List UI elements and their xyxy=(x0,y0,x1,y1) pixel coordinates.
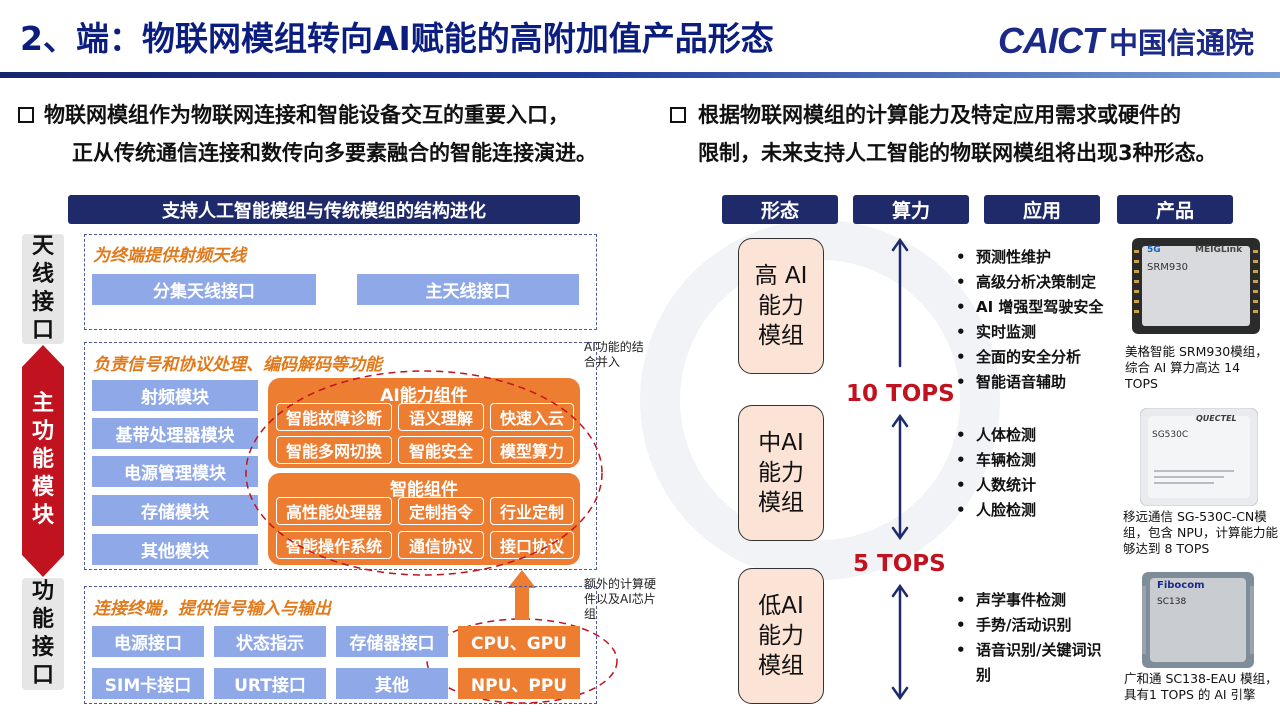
product-caption: 移远通信 SG-530C-CN模组，包含 NPU，计算能力能够达到 8 TOPS xyxy=(1123,509,1279,556)
product-caption: 广和通 SC138-EAU 模组，具有1 TOPS 的 AI 引擎 xyxy=(1124,671,1278,702)
list-item: 人脸检测 xyxy=(956,498,1036,523)
list-item: 实时监测 xyxy=(956,320,1103,345)
product-model: SC138 xyxy=(1157,597,1187,607)
antenna-section xyxy=(84,234,597,330)
form-low: 低AI 能力模组 xyxy=(738,568,824,704)
func-box: URT接口 xyxy=(214,668,326,699)
smart-panel-title: 智能组件 xyxy=(390,480,458,500)
smart-cell: 通信协议 xyxy=(398,531,484,559)
product-brand: MEIGLink xyxy=(1195,245,1243,255)
logo-cn: 中国信通院 xyxy=(1109,26,1255,60)
list-item: 声学事件检测 xyxy=(956,588,1106,613)
app-list-high: 预测性维护 高级分析决策制定 AI 增强型驾驶安全 实时监测 全面的安全分析 智… xyxy=(956,245,1103,395)
ai-cell: 智能安全 xyxy=(398,436,484,464)
checkbox-icon xyxy=(18,107,34,123)
threshold-10-tops: 10 TOPS xyxy=(846,381,955,407)
module-box: 其他模块 xyxy=(92,534,258,565)
func-box: 电源接口 xyxy=(92,626,204,657)
bullet-right: 根据物联网模组的计算能力及特定应用需求或硬件的 限制，未来支持人工智能的物联网模… xyxy=(670,96,1280,172)
list-item: 车辆检测 xyxy=(956,448,1036,473)
checkbox-icon xyxy=(670,107,686,123)
smart-cell: 高性能处理器 xyxy=(276,497,392,525)
app-list-low: 声学事件检测 手势/活动识别 语音识别/关键词识别 xyxy=(956,588,1106,688)
col-head-form: 形态 xyxy=(722,195,838,224)
main-section-label: 负责信号和协议处理、编码解码等功能 xyxy=(93,355,382,375)
func-box: 其他 xyxy=(336,668,448,699)
product-caption: 美格智能 SRM930模组，综合 AI 算力高达 14 TOPS xyxy=(1125,344,1268,391)
col-head-product: 产品 xyxy=(1117,195,1233,224)
side-func-bg xyxy=(22,578,64,690)
caict-logo: CAICT 中国信通院 xyxy=(998,20,1254,62)
ai-cell: 智能多网切换 xyxy=(276,436,392,464)
bullet-right-line-1: 根据物联网模组的计算能力及特定应用需求或硬件的 xyxy=(698,103,1181,127)
ai-combine-note: AI功能的结合并入 xyxy=(584,340,644,369)
antenna-section-label: 为终端提供射频天线 xyxy=(93,246,246,266)
product-image-sc138 xyxy=(1142,572,1254,668)
func-box: 存储器接口 xyxy=(336,626,448,657)
module-box: 存储模块 xyxy=(92,495,258,526)
col-head-compute: 算力 xyxy=(853,195,969,224)
smart-cell: 行业定制 xyxy=(490,497,574,525)
bullet-left-line-1: 物联网模组作为物联网连接和智能设备交互的重要入口， xyxy=(44,103,569,127)
threshold-5-tops: 5 TOPS xyxy=(853,551,946,577)
module-box: 电源管理模块 xyxy=(92,456,258,487)
compute-arrows xyxy=(891,237,909,701)
list-item: 高级分析决策制定 xyxy=(956,270,1103,295)
list-item: 全面的安全分析 xyxy=(956,345,1103,370)
list-item: 手势/活动识别 xyxy=(956,613,1106,638)
list-item: 人数统计 xyxy=(956,473,1036,498)
ai-cell: 智能故障诊断 xyxy=(276,403,392,431)
ai-cell: 模型算力 xyxy=(490,436,574,464)
page-title: 2、端：物联网模组转向AI赋能的高附加值产品形态 xyxy=(20,19,774,58)
list-item: AI 增强型驾驶安全 xyxy=(956,295,1103,320)
side-main-label: 主功能模块 xyxy=(31,391,54,528)
bullet-left-line-2: 正从传统通信连接和数传向多要素融合的智能连接演进。 xyxy=(72,141,597,165)
bullet-left: 物联网模组作为物联网连接和智能设备交互的重要入口， 正从传统通信连接和数传向多要… xyxy=(18,96,638,172)
diagram-heading: 支持人工智能模组与传统模组的结构进化 xyxy=(68,195,580,224)
module-box: 射频模块 xyxy=(92,380,258,411)
product-model: SRM930 xyxy=(1147,262,1189,273)
diversity-antenna-box: 分集天线接口 xyxy=(92,274,316,305)
form-high: 高 AI 能力模组 xyxy=(738,238,824,374)
side-antenna-label: 天线接口 xyxy=(31,234,54,343)
form-mid: 中AI 能力模组 xyxy=(738,405,824,541)
product-image-srm930 xyxy=(1132,238,1260,334)
side-func-label: 功能接口 xyxy=(31,579,54,688)
product-tag: 5G xyxy=(1147,245,1161,255)
smart-cell: 定制指令 xyxy=(398,497,484,525)
list-item: 人体检测 xyxy=(956,423,1036,448)
bullet-right-line-2: 限制，未来支持人工智能的物联网模组将出现3种形态。 xyxy=(698,141,1217,165)
col-head-app: 应用 xyxy=(984,195,1100,224)
func-box: SIM卡接口 xyxy=(92,668,204,699)
list-item: 智能语音辅助 xyxy=(956,370,1103,395)
func-section xyxy=(84,586,597,704)
extra-hardware-note: 额外的计算硬件以及AI芯片组 xyxy=(584,577,657,621)
product-model: SG530C xyxy=(1152,430,1189,440)
compute-box-cpu: CPU、GPU xyxy=(458,626,580,657)
ai-cell: 快速入云 xyxy=(490,403,574,431)
header-bar xyxy=(0,72,1280,78)
product-brand: Fibocom xyxy=(1157,580,1205,591)
list-item: 预测性维护 xyxy=(956,245,1103,270)
product-brand: QUECTEL xyxy=(1196,414,1237,423)
product-image-sg530c xyxy=(1140,408,1258,506)
module-box: 基带处理器模块 xyxy=(92,418,258,449)
logo-en: CAICT xyxy=(998,20,1104,61)
main-antenna-box: 主天线接口 xyxy=(357,274,579,305)
app-list-mid: 人体检测 车辆检测 人数统计 人脸检测 xyxy=(956,423,1036,523)
ai-cell: 语义理解 xyxy=(398,403,484,431)
list-item: 语音识别/关键词识别 xyxy=(956,638,1106,688)
side-main-arrow xyxy=(22,345,64,577)
main-section xyxy=(84,342,597,570)
ai-panel-title: AI能力组件 xyxy=(380,386,468,406)
side-antenna-bg xyxy=(22,234,64,344)
compute-box-npu: NPU、PPU xyxy=(458,668,580,699)
func-section-label: 连接终端，提供信号输入与输出 xyxy=(93,599,331,619)
func-box: 状态指示 xyxy=(214,626,326,657)
